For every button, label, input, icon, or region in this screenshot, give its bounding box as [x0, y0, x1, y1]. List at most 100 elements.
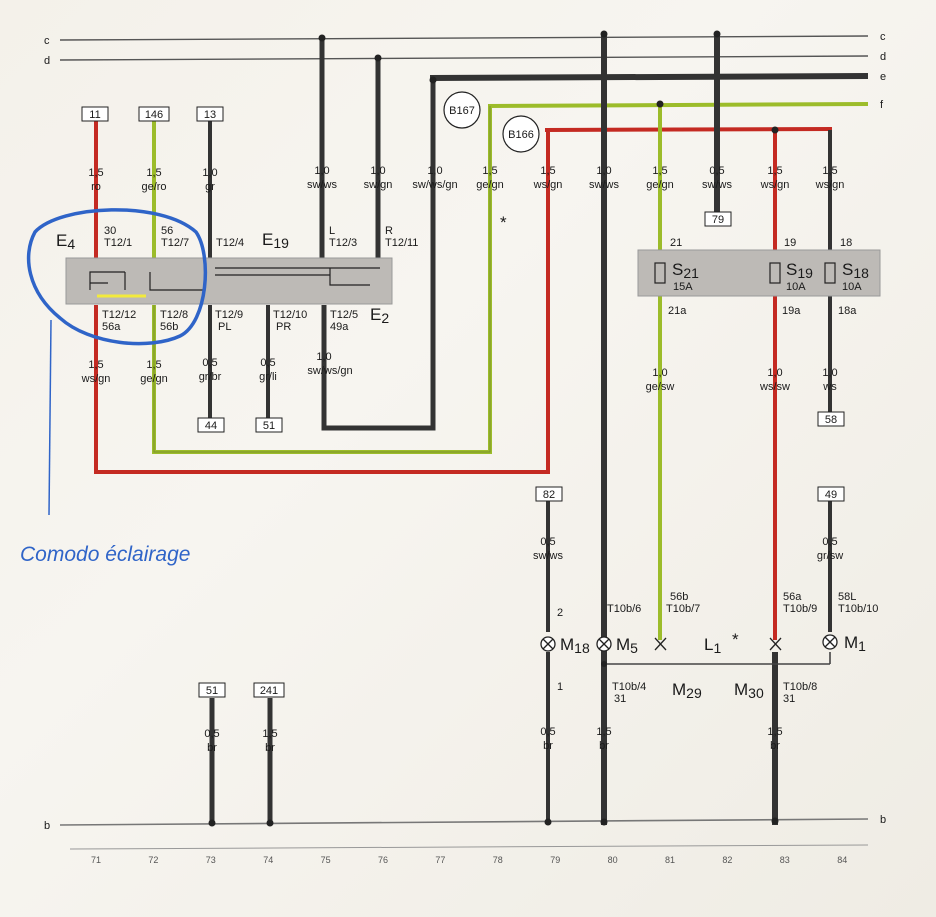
lamp-M18	[540, 636, 556, 652]
wire-color: ws/sw	[759, 381, 790, 393]
component-E2: E2	[370, 305, 389, 326]
pin-label: 2	[557, 607, 563, 619]
grid-number: 72	[148, 855, 158, 865]
pin-label: 49a	[330, 321, 349, 333]
bus-label-d: d	[44, 55, 50, 67]
circle-label-b167: B167	[443, 91, 481, 129]
wire-gauge: 0,5	[540, 726, 555, 738]
wire-gauge: 1,0	[652, 367, 667, 379]
pin-label: T12/8	[160, 309, 188, 321]
pin-label: T12/1	[104, 237, 132, 249]
pin-label: 56	[161, 225, 173, 237]
annotation-text: Comodo éclairage	[20, 543, 190, 566]
wire-gauge: 1,5	[146, 359, 161, 371]
wire-color: sw/ws	[589, 179, 619, 191]
wire-color: ge/gn	[646, 179, 674, 191]
component-M18: M18	[560, 635, 590, 656]
svg-text:51: 51	[206, 685, 218, 697]
connector-box-58: 58	[817, 411, 845, 427]
pin-label: T10b/7	[666, 603, 700, 615]
wire-gauge: 0,5	[204, 728, 219, 740]
wire-color: sw/ws	[307, 179, 337, 191]
wire-labels-lower: 1,5 ws/gn 1,5 ge/gn 0,5 gr/br 0,5 gr/li 1,0 s…	[81, 351, 844, 754]
wire-gauge: 1,5	[767, 165, 782, 177]
wire-color: gr	[205, 181, 215, 193]
wire-color: sw/ws	[533, 550, 563, 562]
star-mark: *	[500, 213, 507, 232]
pin-label: T10b/10	[838, 603, 878, 615]
wire-gauge: 0,5	[822, 536, 837, 548]
bus-label-b: b	[44, 820, 50, 832]
pin-label: 56b	[670, 591, 688, 603]
wire-color: sw/ws/gn	[412, 179, 457, 191]
component-S21: S21	[672, 260, 699, 281]
connector-box-82: 82	[535, 486, 563, 502]
pin-label: T12/9	[215, 309, 243, 321]
grid-number: 71	[91, 855, 101, 865]
svg-text:49: 49	[825, 489, 837, 501]
wire-gauge: 1,0	[202, 167, 217, 179]
svg-text:58: 58	[825, 414, 837, 426]
wire-gauge: 1,0	[596, 165, 611, 177]
switch-block-E4-E19	[65, 257, 393, 305]
component-M30: M30	[734, 680, 764, 701]
pin-label: PL	[218, 321, 231, 333]
component-S18: S18	[842, 260, 869, 281]
svg-text:44: 44	[205, 420, 217, 432]
pin-label: 18	[840, 237, 852, 249]
pin-label: 18a	[838, 305, 857, 317]
wire-color: ws/gn	[760, 179, 790, 191]
wire-gauge: 0,5	[540, 536, 555, 548]
bus-label-f: f	[880, 99, 884, 111]
pin-label: 31	[783, 693, 795, 705]
connector-box-44: 44	[197, 417, 225, 433]
pin-label: T10b/8	[783, 681, 817, 693]
wire-gauge: 1,5	[88, 167, 103, 179]
wire-gauge: 1,5	[822, 165, 837, 177]
connector-box-146: 146	[138, 106, 170, 122]
wire-gauge: 1,5	[652, 165, 667, 177]
wire-color: ge/ro	[141, 181, 166, 193]
bus-label-c-right: c	[880, 31, 886, 43]
wire-gauge: 1,5	[88, 359, 103, 371]
fuse-rating: 15A	[673, 281, 693, 293]
wire-color: gr/li	[259, 371, 277, 383]
svg-text:82: 82	[543, 489, 555, 501]
pin-label: T12/10	[273, 309, 307, 321]
wire-color: gr/br	[199, 371, 222, 383]
pin-label: PR	[276, 321, 291, 333]
pin-label: L	[329, 225, 335, 237]
wire-color: br	[207, 742, 217, 754]
wire-color: ge/sw	[646, 381, 675, 393]
annotation-comodo: Comodo éclairage	[20, 208, 208, 566]
wire-color: ws/gn	[81, 373, 111, 385]
pin-label: 21	[670, 237, 682, 249]
svg-text:B167: B167	[449, 105, 475, 117]
wire-gauge: 1,0	[767, 367, 782, 379]
grid-number: 82	[722, 855, 732, 865]
grid-number: 73	[206, 855, 216, 865]
bus-label-b-right: b	[880, 814, 886, 826]
wire-gauge: 0,5	[202, 357, 217, 369]
wire-color: gr/sw	[817, 550, 843, 562]
wire-color: ge/gn	[140, 373, 168, 385]
bus-label-d-right: d	[880, 51, 886, 63]
fuse-rating: 10A	[842, 281, 862, 293]
bus-label-e: e	[880, 71, 886, 83]
wire-gauge: 1,5	[596, 726, 611, 738]
grid-number: 83	[780, 855, 790, 865]
wire-gauge: 1,5	[767, 726, 782, 738]
svg-text:11: 11	[89, 109, 100, 121]
wire-color: ro	[91, 181, 101, 193]
pin-label: T12/5	[330, 309, 358, 321]
wire-color: br	[265, 742, 275, 754]
wire-color: br	[543, 740, 553, 752]
wire-color: sw/gn	[364, 179, 393, 191]
pin-label: 31	[614, 693, 626, 705]
grid-number: 79	[550, 855, 560, 865]
component-E4: E4	[56, 231, 75, 252]
fuse-block	[637, 249, 881, 297]
connector-box-79: 79	[704, 211, 732, 227]
component-M29: M29	[672, 680, 702, 701]
